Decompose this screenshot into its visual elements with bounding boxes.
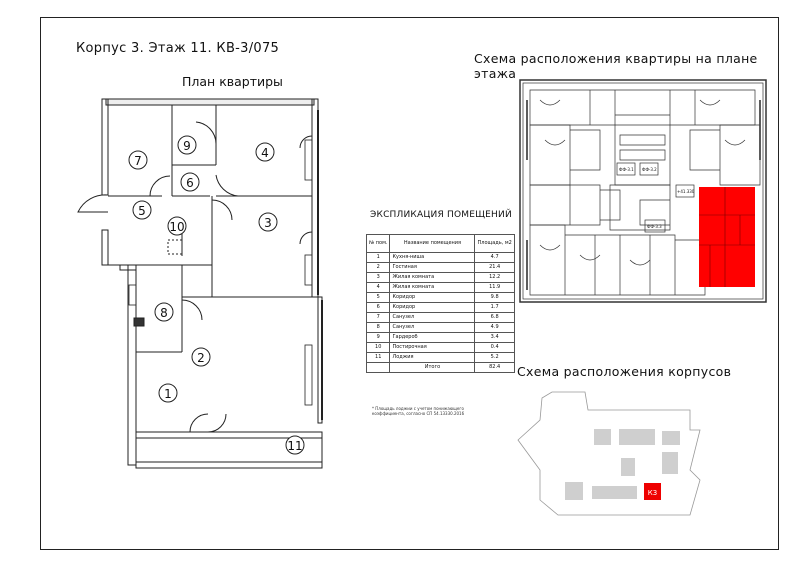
buildings-scheme-title: Схема расположения корпусов: [517, 364, 732, 379]
building-block: [619, 429, 655, 445]
floor-label-a: ФФ-3.1: [619, 167, 634, 172]
plan-title: План квартиры: [182, 74, 283, 89]
room-number-4: 4: [261, 146, 269, 160]
floor-label-b: ФФ-3.2: [642, 167, 657, 172]
drawing-frame: [40, 17, 779, 550]
building-block: [592, 486, 637, 499]
floor-label-d: +41.330: [677, 189, 695, 194]
explication-note: * Площадь лоджии с учетом понижающего ко…: [372, 406, 465, 416]
highlighted-building: [644, 483, 661, 500]
room-number-11: 11: [287, 439, 302, 453]
highlighted-building-label: К3: [648, 489, 657, 497]
building-block: [662, 431, 680, 445]
apartment-title: Корпус 3. Этаж 11. КВ-3/075: [76, 41, 280, 56]
room-number-1: 1: [164, 387, 172, 401]
room-number-2: 2: [197, 351, 205, 365]
room-number-3: 3: [264, 216, 272, 230]
floor-label-c: ФФ-3.3: [647, 224, 662, 229]
room-number-9: 9: [183, 139, 191, 153]
room-number-7: 7: [134, 154, 142, 168]
explication-title: ЭКСПЛИКАЦИЯ ПОМЕЩЕНИЙ: [370, 210, 512, 220]
building-block: [594, 429, 611, 445]
room-number-6: 6: [186, 176, 194, 190]
room-number-5: 5: [138, 204, 146, 218]
building-block: [662, 452, 678, 474]
room-number-8: 8: [160, 306, 168, 320]
building-block: [565, 482, 583, 500]
room-number-10: 10: [169, 220, 184, 234]
building-block: [621, 458, 635, 476]
floor-scheme-title: Схема расположения квартиры на плане эта…: [474, 51, 758, 81]
